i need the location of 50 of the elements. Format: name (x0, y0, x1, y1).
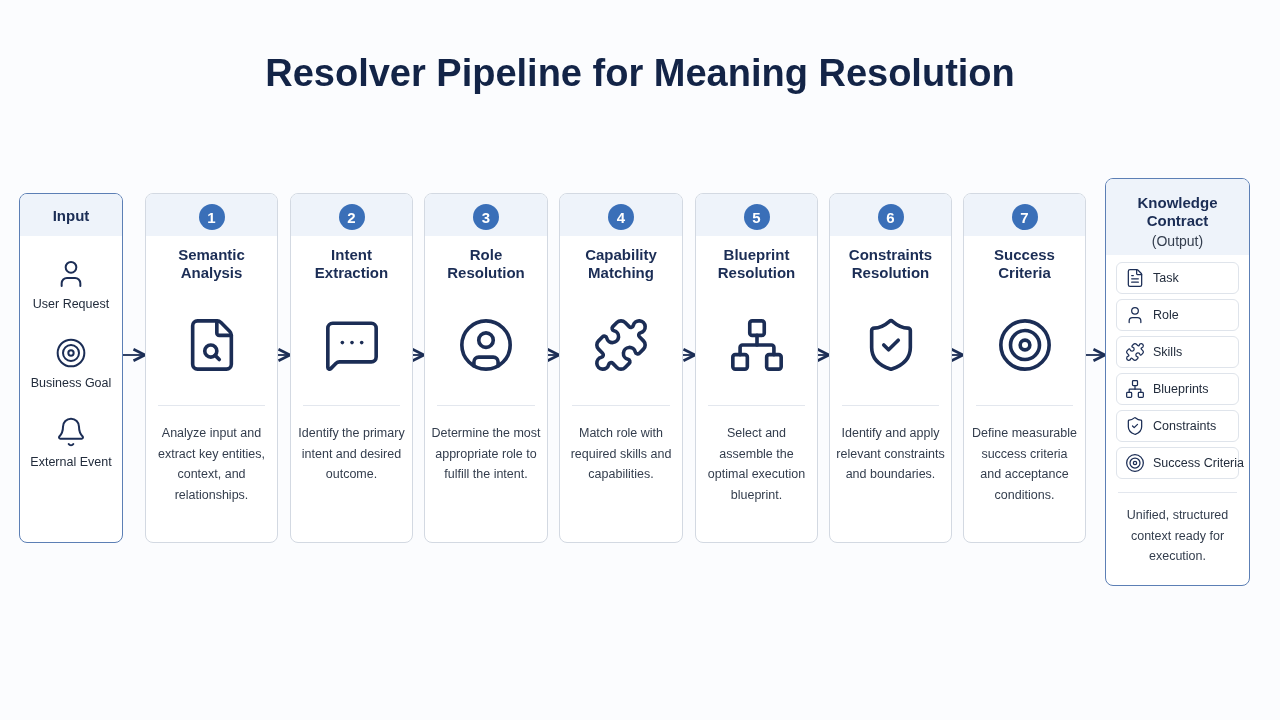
step-title: Intent Extraction (313, 246, 390, 282)
item-label: Constraints (1153, 419, 1217, 433)
step-title: Semantic Analysis (177, 246, 246, 282)
input-label: External Event (29, 455, 113, 469)
panel-description: Unified, structured context ready for execution. (1125, 507, 1230, 565)
item-label: Task (1153, 271, 1179, 285)
arrow (277, 347, 292, 363)
step-card (695, 193, 818, 543)
contract-item (1116, 410, 1239, 442)
item-label: Skills (1153, 345, 1183, 359)
contract-item (1116, 373, 1239, 405)
arrow (682, 347, 697, 363)
item-label: Blueprints (1153, 382, 1209, 396)
step-description: Determine the most appropriate role to fulfill the intent. (431, 425, 541, 483)
arrow (1085, 347, 1107, 363)
arrow (122, 347, 147, 363)
output-panel (1105, 178, 1250, 586)
panel-subtitle: (Output) (1150, 233, 1205, 249)
contract-item (1116, 336, 1239, 368)
step-card (963, 193, 1086, 543)
arrow (950, 347, 965, 363)
step-description: Identify the primary intent and desired outcome. (297, 425, 406, 483)
step-description: Identify and apply relevant constraints and boundaries. (836, 425, 945, 483)
step-card (559, 193, 683, 543)
input-label: Business Goal (29, 376, 113, 390)
step-card (290, 193, 413, 543)
arrow (411, 347, 426, 363)
item-label: Role (1153, 308, 1179, 322)
step-title: Constraints Resolution (847, 246, 934, 282)
contract-item (1116, 262, 1239, 294)
item-label: Success Criteria (1153, 456, 1244, 470)
step-title: Capability Matching (584, 246, 658, 282)
step-title: Role Resolution (446, 246, 526, 282)
arrow (816, 347, 831, 363)
step-card (145, 193, 278, 543)
contract-item (1116, 299, 1239, 331)
panel-title: Input (51, 207, 91, 225)
step-description: Define measurable success criteria and acceptance conditions. (971, 425, 1078, 504)
arrow (546, 347, 561, 363)
input-label: User Request (31, 297, 111, 311)
step-description: Select and assemble the optimal execution blueprint. (706, 425, 807, 504)
diagram-title: Resolver Pipeline for Meaning Resolution (265, 52, 1015, 95)
step-card (829, 193, 952, 543)
step-description: Analyze input and extract key entities, context, and relationships. (157, 425, 266, 504)
step-description: Match role with required skills and capabilities. (569, 425, 673, 483)
input-panel (19, 193, 123, 543)
step-card (424, 193, 548, 543)
step-title: Blueprint Resolution (716, 246, 797, 282)
panel-title: Knowledge Contract (1136, 194, 1219, 230)
step-title: Success Criteria (993, 246, 1056, 282)
